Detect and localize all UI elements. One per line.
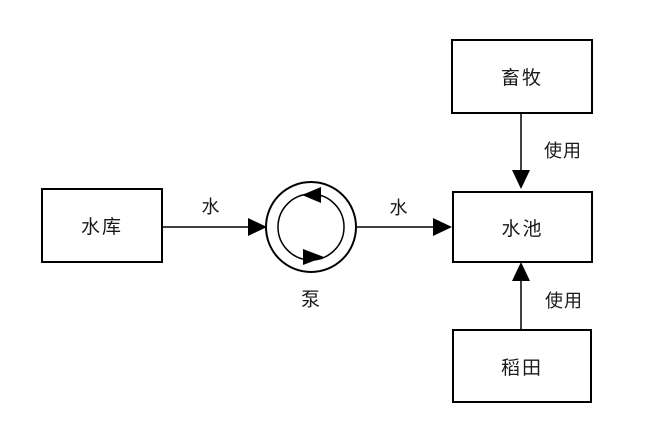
pump-icon bbox=[265, 181, 357, 273]
edge-label-use-livestock: 使用 bbox=[544, 141, 582, 161]
arrow-reservoir-to-pump bbox=[163, 218, 267, 236]
arrow-livestock-to-pool bbox=[512, 114, 530, 189]
pool-node: 水池 bbox=[452, 191, 593, 263]
arrow-paddy-to-pool bbox=[512, 262, 530, 329]
pump-rotation-arrow-top bbox=[302, 187, 321, 203]
livestock-node: 畜牧 bbox=[451, 39, 593, 114]
paddy-label: 稻田 bbox=[500, 357, 543, 379]
edge-label-water-reservoir-to-pump: 水 bbox=[201, 197, 221, 217]
arrow-pump-to-pool bbox=[357, 218, 452, 236]
paddy-node: 稻田 bbox=[452, 329, 592, 403]
pump-rotation-arrow-bottom bbox=[303, 249, 324, 265]
livestock-label: 畜牧 bbox=[500, 68, 543, 89]
reservoir-label: 水库 bbox=[80, 217, 123, 238]
edge-label-water-pump-to-pool: 水 bbox=[389, 198, 409, 218]
pool-label: 水池 bbox=[501, 218, 544, 240]
pump-label: 泵 bbox=[300, 289, 322, 311]
reservoir-node: 水库 bbox=[41, 188, 163, 263]
edge-label-use-paddy: 使用 bbox=[545, 291, 583, 311]
